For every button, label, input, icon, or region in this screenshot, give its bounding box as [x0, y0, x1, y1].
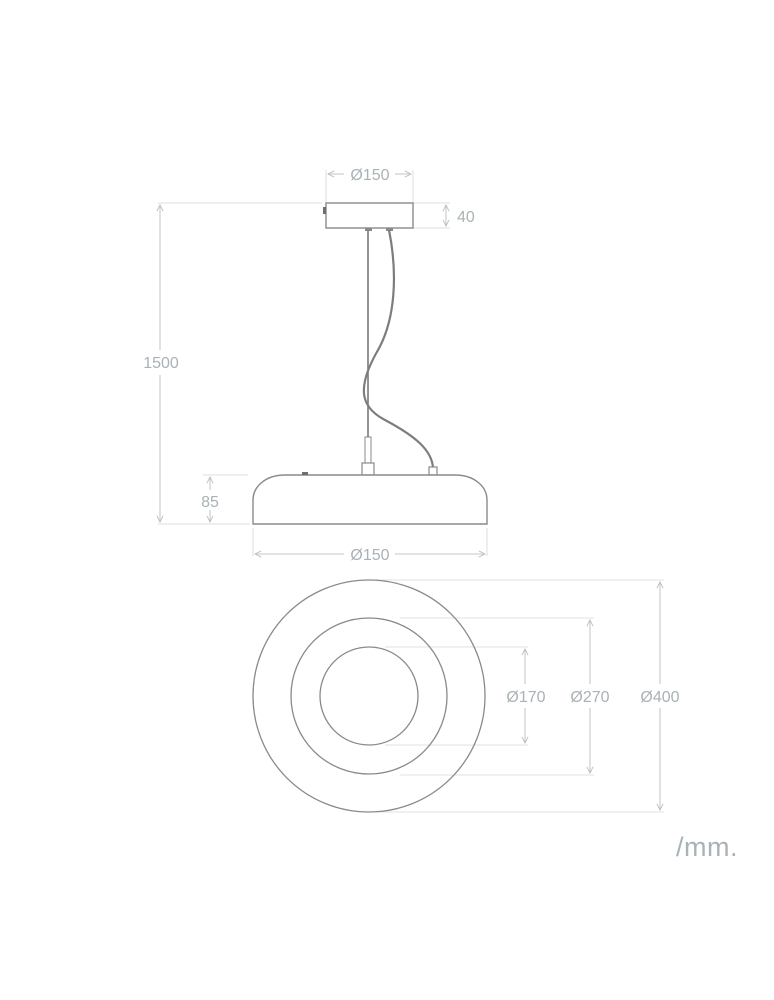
unit-label: /mm.: [676, 832, 738, 862]
inner-circle: [319, 646, 419, 746]
top-view: Ø170 Ø270 Ø400: [252, 579, 680, 813]
extension-lines: [369, 579, 664, 813]
ceiling-canopy: [325, 202, 414, 229]
lamp-body: [252, 474, 488, 525]
body-diameter-label: Ø150: [350, 547, 389, 564]
outer-circle: [252, 579, 486, 813]
total-height-label: 1500: [143, 355, 179, 372]
canopy-diameter-label: Ø150: [350, 167, 389, 184]
body-height-label: 85: [201, 494, 219, 511]
outer-diameter-label: Ø400: [640, 689, 679, 706]
canopy-height-label: 40: [457, 209, 475, 226]
middle-circle: [290, 617, 448, 775]
middle-diameter-label: Ø270: [570, 689, 609, 706]
wire-gripper: [364, 436, 372, 464]
side-view: Ø150 40 1500 85 Ø150: [143, 167, 488, 564]
power-cable: [362, 229, 435, 469]
inner-diameter-label: Ø170: [506, 689, 545, 706]
dimension-lines: [160, 174, 485, 554]
lamp-switch: [302, 472, 308, 475]
canopy-screw: [323, 207, 326, 214]
dimension-lines: [525, 582, 660, 810]
extension-lines: [158, 170, 488, 556]
